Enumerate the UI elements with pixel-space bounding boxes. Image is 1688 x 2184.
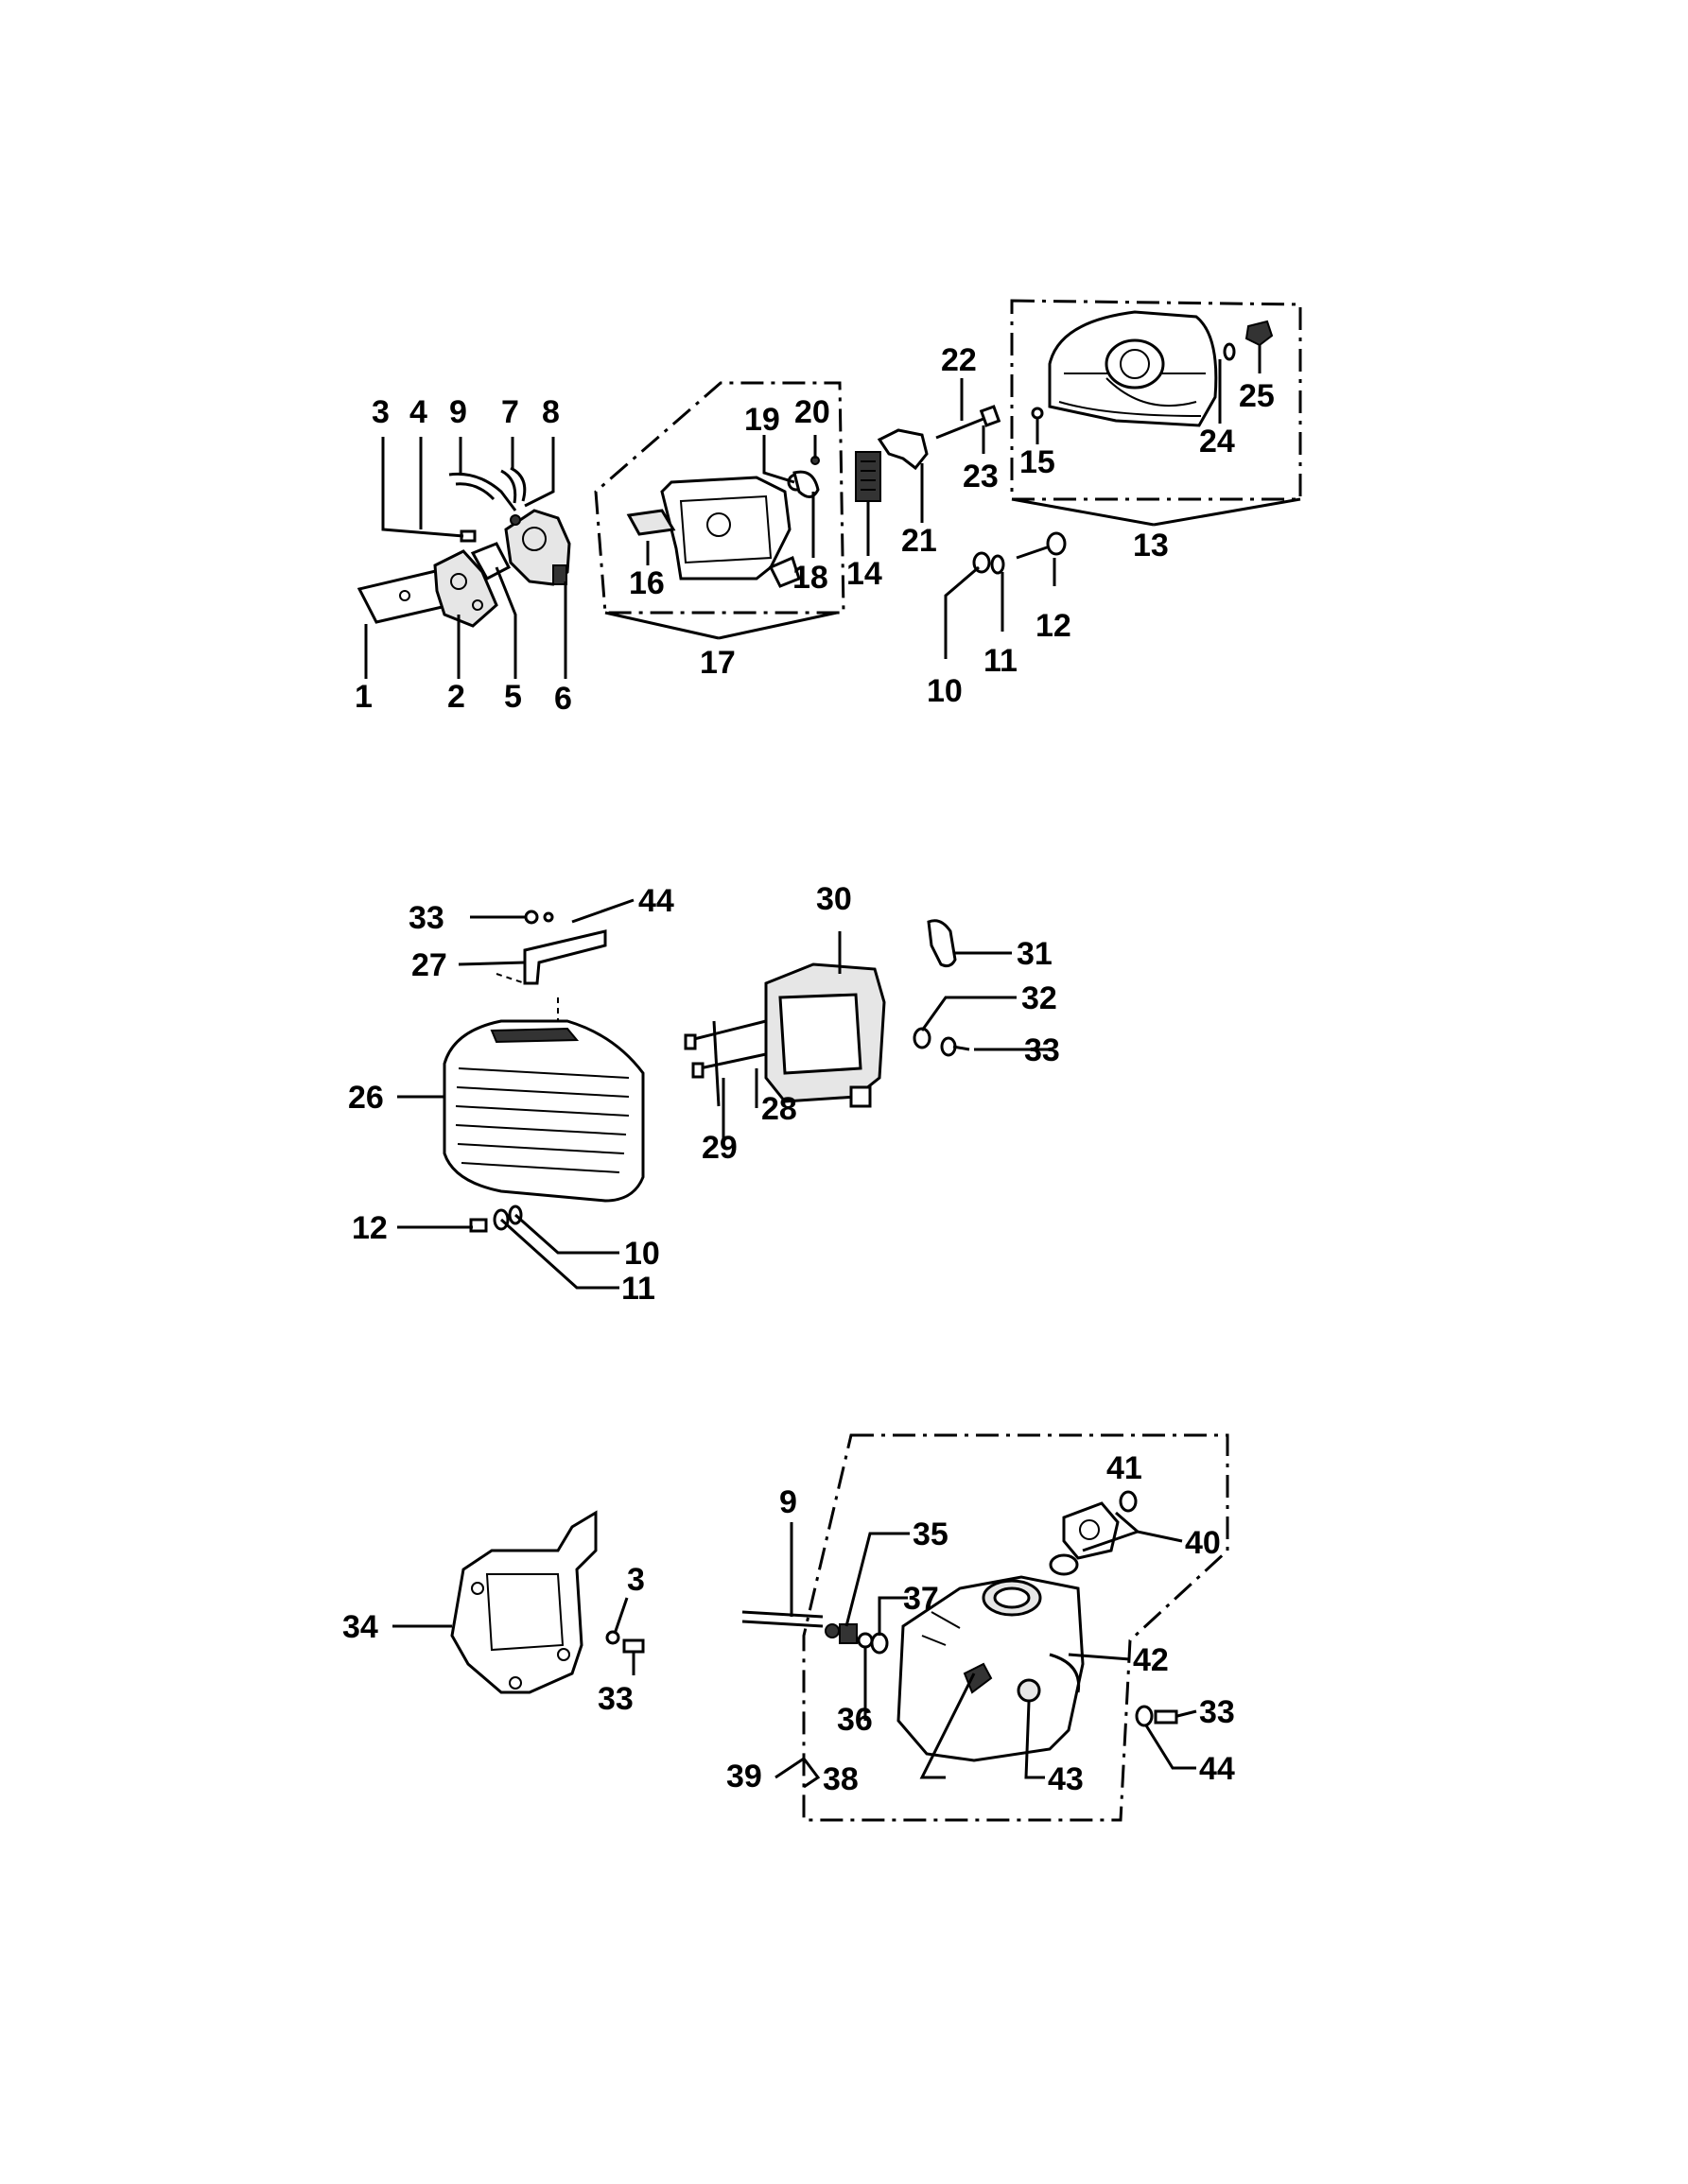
callout-38: 38 (823, 1761, 859, 1797)
fuel-tank-group (450, 1433, 1229, 1822)
bracket-part (877, 428, 929, 471)
muffler-body-part (764, 962, 886, 1108)
callout-40: 40 (1185, 1525, 1221, 1561)
callout-42: 42 (1133, 1642, 1169, 1678)
cover-knob-part (1244, 320, 1274, 347)
callout-12-muffler: 12 (352, 1210, 388, 1246)
callout-24: 24 (1199, 424, 1235, 459)
washer-part (605, 1630, 620, 1645)
washer-part (1135, 1705, 1154, 1727)
callout-23: 23 (963, 459, 999, 494)
filter-cover-part (1048, 310, 1218, 427)
callout-3: 3 (372, 394, 390, 430)
callout-11: 11 (983, 643, 1018, 679)
part-number-labels: 1 2 3 4 9 7 8 5 6 16 17 19 20 18 14 21 2… (342, 342, 1275, 1797)
callout-39: 39 (726, 1759, 762, 1794)
callout-11-muffler: 11 (621, 1271, 655, 1307)
callout-13: 13 (1133, 528, 1169, 563)
callout-41: 41 (1106, 1450, 1142, 1486)
latch-part (792, 470, 820, 498)
callout-16: 16 (629, 565, 665, 601)
callout-43: 43 (1048, 1761, 1084, 1797)
fuel-tank-group-boundary (802, 1433, 1229, 1822)
callout-31: 31 (1017, 936, 1053, 972)
cap-screw-part (1119, 1490, 1138, 1513)
muffler-bolts-part (684, 1019, 767, 1107)
callout-35: 35 (913, 1517, 948, 1552)
callout-34: 34 (342, 1609, 378, 1645)
mounting-plate-part (450, 1510, 598, 1694)
callout-9: 9 (449, 394, 467, 430)
callout-18: 18 (792, 560, 828, 596)
callout-5: 5 (504, 679, 522, 715)
leader-lines (364, 345, 1301, 1789)
callout-6: 6 (554, 681, 572, 717)
filter-base-part (626, 476, 801, 588)
callout-17: 17 (700, 645, 736, 681)
fuel-cap-part (1049, 1501, 1120, 1576)
callout-33-tank: 33 (1199, 1694, 1235, 1730)
callout-33-plate: 33 (598, 1681, 634, 1717)
screw-part (1016, 531, 1067, 560)
fuel-filter-part (825, 1623, 840, 1638)
callout-28: 28 (761, 1091, 797, 1127)
callout-33: 33 (409, 900, 444, 936)
screw-part (940, 1036, 970, 1057)
muffler-group (443, 910, 970, 1233)
fuel-hose-part (448, 472, 517, 511)
carburetor-airfilter-group (357, 299, 1302, 628)
insulator-block-part (433, 549, 498, 628)
fuel-pickup-part (839, 1623, 874, 1649)
callout-1: 1 (355, 679, 373, 715)
callout-10: 10 (927, 673, 963, 709)
callout-3-plate: 3 (627, 1562, 645, 1598)
callout-33-muffler: 33 (1024, 1032, 1060, 1068)
carb-gasket-part (470, 542, 512, 581)
callout-25: 25 (1239, 378, 1275, 414)
callout-10-muffler: 10 (624, 1236, 660, 1272)
air-filter-group-boundary (594, 381, 845, 615)
filter-element-part (855, 451, 881, 502)
callout-36: 36 (837, 1702, 873, 1738)
callout-29: 29 (702, 1130, 738, 1166)
filter-cover-group-boundary (1010, 299, 1302, 501)
screw-part (469, 1218, 488, 1233)
oring-part (1031, 407, 1044, 420)
muffler-bracket-part (523, 929, 607, 985)
fuel-hose-part (741, 1610, 824, 1628)
callout-32: 32 (1021, 980, 1057, 1016)
callout-37: 37 (903, 1581, 939, 1617)
callout-44-tank: 44 (1199, 1751, 1235, 1787)
callout-12: 12 (1035, 608, 1071, 644)
washer-part (913, 1027, 931, 1049)
heat-shield-part (443, 1019, 645, 1203)
callout-8: 8 (542, 394, 560, 430)
fuel-tank-part (896, 1575, 1085, 1762)
callout-15: 15 (1019, 444, 1055, 480)
callout-30: 30 (816, 881, 852, 917)
screw-part (1154, 1709, 1178, 1725)
callout-44: 44 (638, 883, 674, 919)
lock-washer-part (990, 554, 1005, 575)
screw-part (460, 529, 477, 543)
callout-26: 26 (348, 1080, 384, 1116)
long-bolt-part (935, 405, 1001, 440)
callout-21: 21 (901, 523, 937, 559)
callout-27: 27 (411, 947, 447, 983)
callout-2: 2 (447, 679, 465, 715)
callout-22: 22 (941, 342, 977, 378)
grommet-part (870, 1632, 889, 1655)
callout-7: 7 (501, 394, 519, 430)
callout-4: 4 (409, 394, 427, 430)
callout-19: 19 (744, 402, 780, 438)
carburetor-part (504, 509, 571, 586)
exhaust-gasket-part (927, 919, 957, 968)
impulse-hose-part (510, 466, 527, 502)
cover-washer-part (1223, 342, 1236, 361)
screw-part (622, 1638, 645, 1654)
callout-14: 14 (846, 556, 882, 592)
callout-20: 20 (794, 394, 830, 430)
callout-9-tank: 9 (779, 1484, 797, 1520)
